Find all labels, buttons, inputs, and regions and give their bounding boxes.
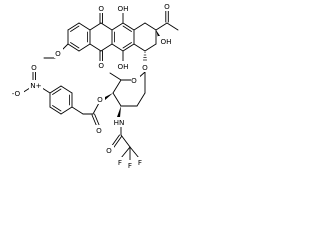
label-hydroxyl-mid: OH: [117, 62, 128, 71]
acetyl-group: [155, 9, 179, 31]
label-nitro-nitrogen: N+: [30, 81, 41, 90]
label-acetyl-oxygen: O: [164, 2, 170, 11]
label-fluorine-3: F: [128, 161, 132, 170]
label-nitro-oxide: -O: [12, 89, 21, 98]
molecule-diagram: O O OH OH OH O O O O O O HN O F F F -O: [8, 2, 179, 170]
label-keto-oxygen-upper: O: [98, 4, 104, 13]
ring-a: [67, 22, 91, 52]
ring-c: [111, 12, 135, 63]
label-ester-oxygen: O: [97, 95, 103, 104]
label-amide-nh: HN: [114, 118, 125, 127]
label-hydroxyl-top: OH: [117, 4, 128, 13]
label-methoxy-oxygen: O: [55, 49, 61, 58]
label-sugar-ring-oxygen: O: [131, 76, 137, 85]
label-ester-carbonyl-oxygen: O: [96, 126, 102, 135]
sugar-ring: [103, 71, 146, 118]
ring-d: [133, 22, 157, 52]
label-amide-oxygen: O: [106, 146, 112, 155]
atom-labels: O O OH OH OH O O O O O O HN O F F F -O: [8, 2, 174, 170]
label-fluorine-1: F: [118, 158, 122, 167]
label-nitro-oxygen: O: [31, 63, 37, 72]
label-glycosidic-oxygen: O: [142, 63, 148, 72]
label-keto-oxygen-lower: O: [98, 61, 104, 70]
ring-b: [89, 11, 113, 63]
label-hydroxyl-c9: OH: [160, 37, 171, 46]
label-fluorine-2: F: [138, 158, 142, 167]
